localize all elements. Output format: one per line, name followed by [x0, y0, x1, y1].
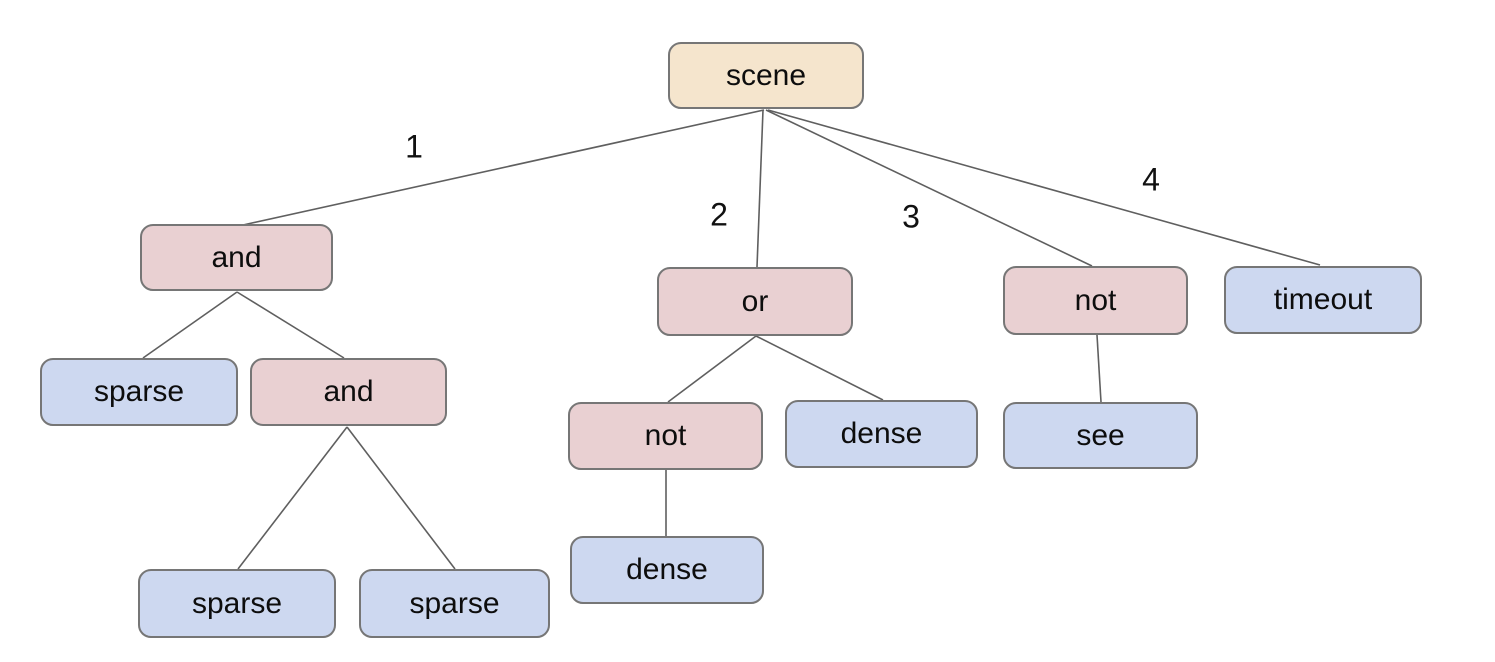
tree-node-see: see — [1003, 402, 1198, 469]
branch-label-4: 4 — [1142, 161, 1160, 198]
tree-node-or: or — [657, 267, 853, 336]
tree-node-scene: scene — [668, 42, 864, 109]
tree-edge-and-1-sparse-1 — [142, 291, 238, 359]
tree-edge-scene-or — [756, 109, 764, 268]
branch-label-1: 1 — [405, 128, 423, 165]
tree-node-not-2: not — [568, 402, 763, 470]
tree-node-sparse-2: sparse — [138, 569, 336, 638]
tree-edge-and-2-sparse-3 — [346, 426, 456, 570]
tree-node-timeout: timeout — [1224, 266, 1422, 334]
tree-node-not-1: not — [1003, 266, 1188, 335]
branch-label-2: 2 — [710, 196, 728, 233]
tree-edge-and-2-sparse-2 — [237, 426, 348, 570]
tree-edge-or-dense-1 — [755, 335, 884, 401]
tree-edge-or-not-2 — [667, 335, 757, 403]
tree-node-dense-1: dense — [785, 400, 978, 468]
tree-edge-and-1-and-2 — [236, 291, 345, 359]
tree-node-and-2: and — [250, 358, 447, 426]
tree-node-dense-2: dense — [570, 536, 764, 604]
tree-node-and-1: and — [140, 224, 333, 291]
tree-edge-scene-and-1 — [242, 109, 765, 226]
branch-label-3: 3 — [902, 198, 920, 235]
tree-node-sparse-3: sparse — [359, 569, 550, 638]
tree-edge-scene-not-1 — [765, 109, 1093, 267]
tree-edge-scene-timeout — [767, 109, 1321, 266]
tree-node-sparse-1: sparse — [40, 358, 238, 426]
tree-edge-not-1-see — [1096, 334, 1102, 403]
